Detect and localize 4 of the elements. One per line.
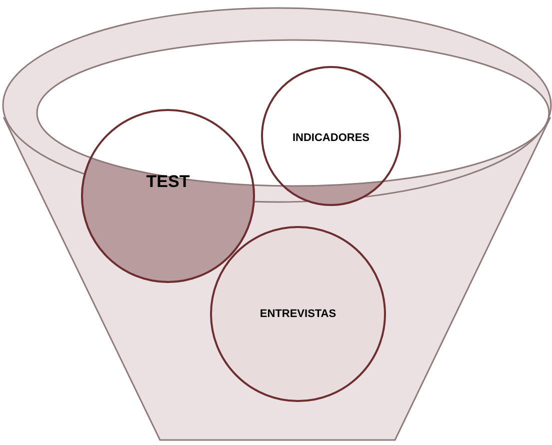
circle-label: TEST bbox=[146, 172, 190, 192]
circle-label: ENTREVISTAS bbox=[260, 308, 336, 320]
circle-node bbox=[261, 66, 401, 206]
circle-label: INDICADORES bbox=[292, 132, 370, 144]
